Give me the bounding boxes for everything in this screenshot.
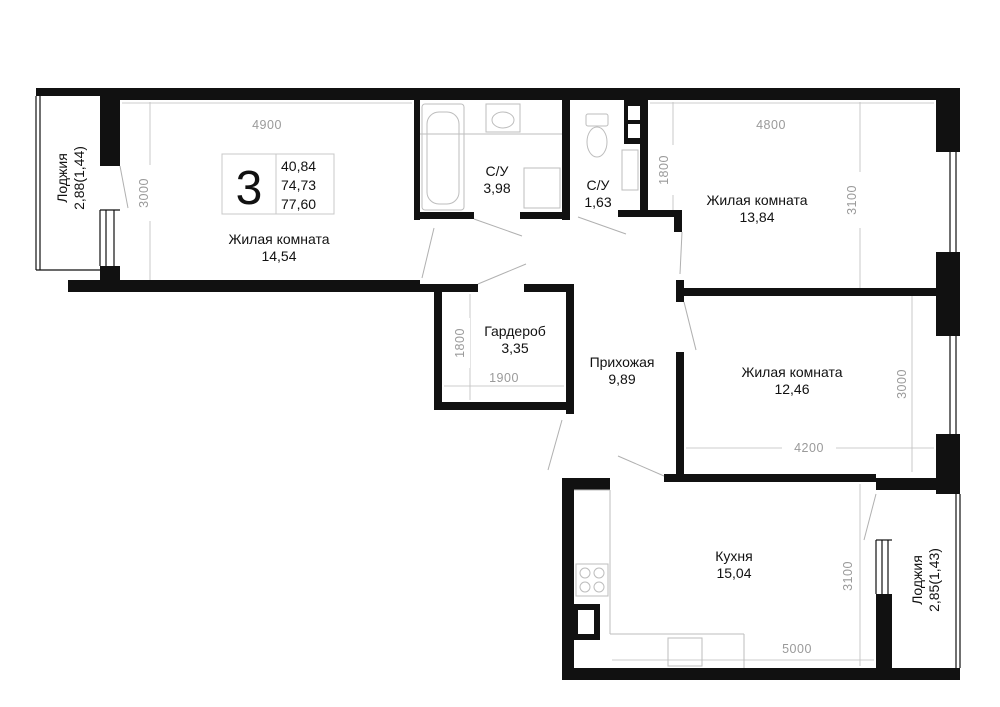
fixtures [420, 100, 745, 668]
doors [119, 165, 877, 541]
sink-icon [485, 103, 521, 133]
dim-kitchen-width: 5000 [782, 642, 812, 656]
room-hall-name: Прихожая [590, 354, 655, 370]
room-loggia2-area: 2,85(1,43) [926, 548, 942, 612]
dim-kitchen-height: 3100 [841, 561, 855, 591]
fridge-icon [574, 604, 600, 640]
dim-living3-width: 4200 [794, 441, 824, 455]
badge-value-1: 40,84 [281, 158, 316, 174]
room-bath-name: С/У [486, 163, 509, 179]
dim-living1-height: 3000 [137, 178, 151, 208]
dim-wardrobe-width: 1900 [489, 371, 519, 385]
room-living1: Жилая комната 14,54 [228, 231, 329, 264]
room-living1-area: 14,54 [261, 248, 296, 264]
toilet-icon [585, 113, 609, 158]
apartment-badge: 3 40,84 74,73 77,60 [221, 153, 335, 215]
outer-walls [36, 88, 960, 680]
room-kitchen-area: 15,04 [716, 565, 751, 581]
room-wardrobe-name: Гардероб [484, 323, 546, 339]
room-kitchen: Кухня 15,04 [715, 548, 752, 581]
dim-wc-height: 1800 [657, 155, 671, 185]
room-hall-area: 9,89 [608, 371, 635, 387]
room-living3-name: Жилая комната [741, 364, 842, 380]
stove-icon [575, 563, 609, 597]
dim-living2-height: 3100 [845, 185, 859, 215]
dim-wardrobe-height: 1800 [453, 328, 467, 358]
room-living2-area: 13,84 [739, 209, 774, 225]
room-living2-name: Жилая комната [706, 192, 807, 208]
washer-icon [523, 167, 561, 209]
room-wc-name: С/У [587, 177, 610, 193]
interior-walls [414, 100, 960, 482]
kitchen-counter [574, 489, 745, 668]
dim-living2-width: 4800 [756, 118, 786, 132]
room-living1-name: Жилая комната [228, 231, 329, 247]
bathtub-icon [421, 103, 465, 211]
room-living3: Жилая комната 12,46 [741, 364, 842, 397]
badge-room-count: 3 [236, 162, 263, 215]
room-wardrobe-area: 3,35 [501, 340, 528, 356]
room-wc: С/У 1,63 [584, 177, 611, 210]
wc-sink-icon [621, 149, 639, 191]
room-wc-area: 1,63 [584, 194, 611, 210]
room-loggia1: Лоджия 2,88(1,44) [54, 146, 87, 210]
room-loggia2-name: Лоджия [909, 555, 925, 605]
room-kitchen-name: Кухня [715, 548, 752, 564]
room-labels: Жилая комната 14,54 С/У 3,98 С/У 1,63 Жи… [54, 146, 942, 612]
dim-living3-height: 3000 [895, 369, 909, 399]
room-bath: С/У 3,98 [483, 163, 510, 196]
room-living2: Жилая комната 13,84 [706, 192, 807, 225]
room-bath-area: 3,98 [483, 180, 510, 196]
windows [35, 96, 961, 668]
room-loggia1-area: 2,88(1,44) [71, 146, 87, 210]
room-living3-area: 12,46 [774, 381, 809, 397]
badge-value-3: 77,60 [281, 196, 316, 212]
badge-value-2: 74,73 [281, 177, 316, 193]
dim-living1-width: 4900 [252, 118, 282, 132]
room-hall: Прихожая 9,89 [590, 354, 655, 387]
room-wardrobe: Гардероб 3,35 [484, 323, 546, 356]
room-loggia1-name: Лоджия [54, 153, 70, 203]
room-loggia2: Лоджия 2,85(1,43) [909, 548, 942, 612]
boiler-icon [624, 100, 644, 144]
dimension-labels: 4900 3000 4800 3100 1800 1900 1800 4200 … [136, 116, 910, 656]
